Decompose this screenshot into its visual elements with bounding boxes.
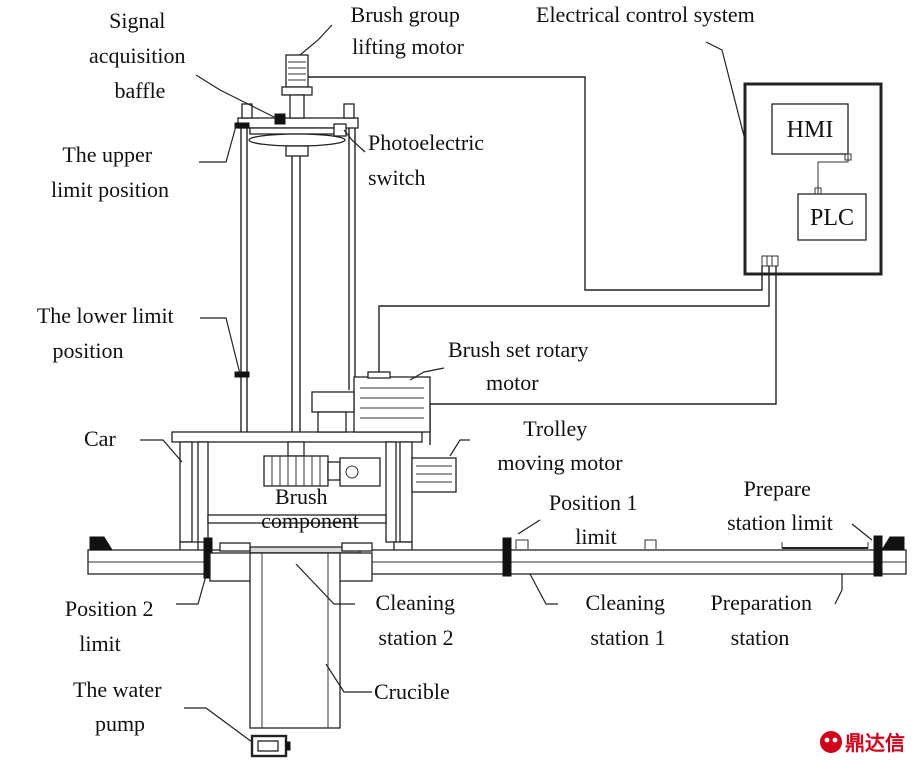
cleaning-station1-label: Cleaning station 1 bbox=[586, 590, 671, 650]
lifting-frame bbox=[234, 54, 359, 432]
position2-limit-label: Position 2 limit bbox=[65, 596, 159, 656]
labels: Signal acquisition baffle Brush group li… bbox=[37, 2, 833, 736]
water-pump bbox=[250, 734, 291, 758]
hmi-label: HMI bbox=[787, 117, 834, 143]
photoelectric-switch-label: Photoelectric switch bbox=[368, 130, 490, 190]
crucible-label: Crucible bbox=[374, 679, 450, 704]
watermark-logo: 鼎达信 bbox=[820, 731, 905, 755]
signal-baffle-label: Signal acquisition baffle bbox=[89, 8, 191, 103]
crucible bbox=[249, 552, 341, 729]
trolley-motor-label: Trolley moving motor bbox=[497, 416, 623, 475]
electrical-control-cabinet: HMI PLC bbox=[743, 82, 883, 276]
lower-limit-label: The lower limit position bbox=[37, 303, 179, 363]
car-body bbox=[171, 371, 457, 555]
leader-lines bbox=[140, 24, 873, 743]
brush-rotary-motor-label: Brush set rotary motor bbox=[448, 337, 594, 395]
brush-component-label: Brush component bbox=[261, 484, 359, 533]
track-rail bbox=[87, 535, 907, 582]
brush-lift-motor-label: Brush group lifting motor bbox=[351, 2, 466, 59]
water-pump-label: The water pump bbox=[73, 677, 167, 736]
preparation-station-label: Preparation station bbox=[711, 590, 818, 650]
position1-limit-label: Position 1 limit bbox=[549, 490, 643, 549]
plc-label: PLC bbox=[810, 205, 854, 231]
car-label: Car bbox=[84, 426, 116, 451]
electrical-control-label: Electrical control system bbox=[536, 2, 755, 27]
cleaning-station2-label: Cleaning station 2 bbox=[376, 590, 461, 650]
upper-limit-label: The upper limit position bbox=[51, 142, 169, 202]
prepare-station-limit-label: Prepare station limit bbox=[727, 476, 833, 535]
watermark-text: 鼎达信 bbox=[845, 731, 905, 755]
watermark-icon bbox=[820, 731, 842, 753]
